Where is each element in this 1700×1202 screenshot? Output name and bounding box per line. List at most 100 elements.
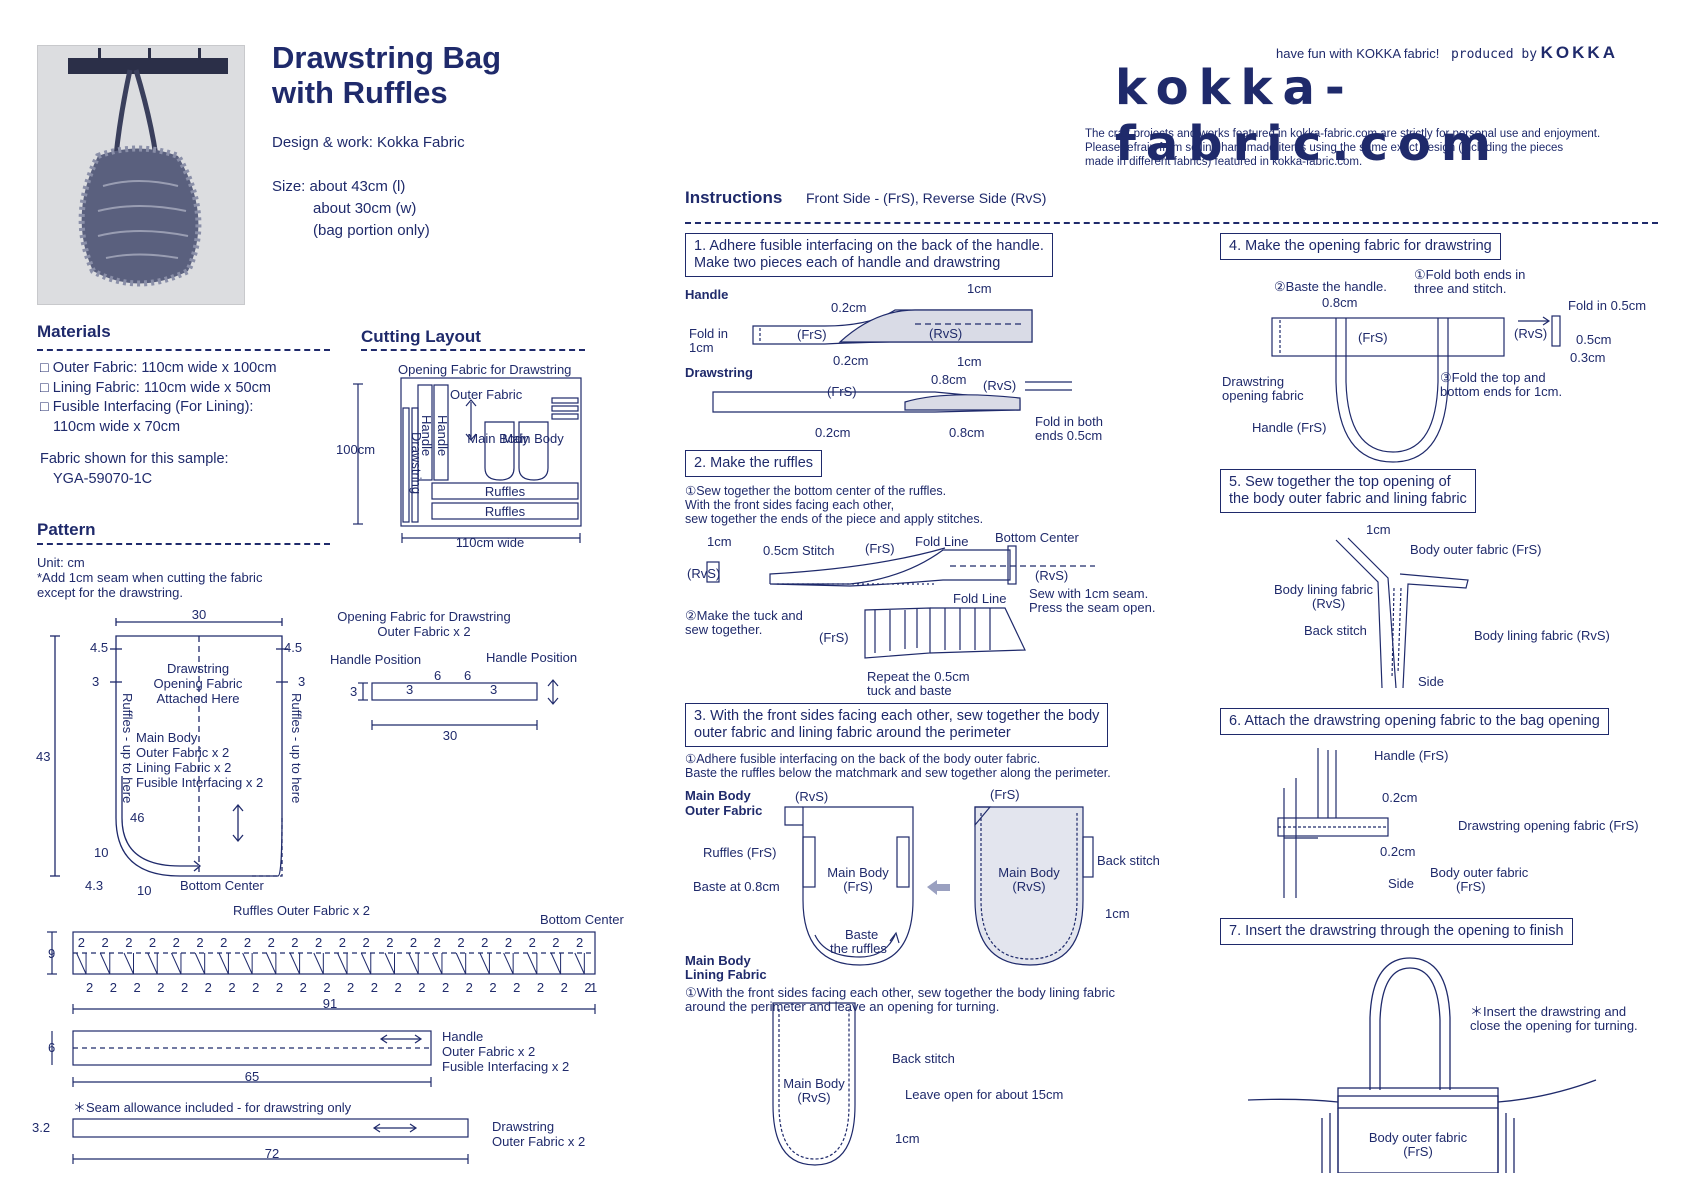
opening-height: 3: [350, 684, 357, 699]
opening-fabric-pattern: [371, 682, 538, 701]
materials-heading: Materials: [37, 322, 111, 341]
body-outer-frs-label: Body outer fabric (FrS): [1410, 542, 1542, 557]
body-outer-label: (FrS): [1456, 879, 1486, 894]
cutting-drawstring-label: Drawstring: [409, 432, 424, 494]
ruffle-mark-bottom: 2: [276, 980, 283, 995]
body-lining-label: (RvS): [1312, 596, 1345, 611]
fold-in-05-label: Fold in 0.5cm: [1568, 298, 1646, 313]
cutting-main-body: Main Body: [502, 431, 564, 446]
ruffle-mark-bottom: 2: [252, 980, 259, 995]
dim-1cm: 1cm: [707, 534, 732, 549]
dim-1cm: 1cm: [1105, 906, 1130, 921]
handle-strip: [72, 1030, 432, 1066]
step-1-line: 1. Adhere fusible interfacing on the bac…: [694, 238, 1044, 254]
opening-fabric-title: Opening Fabric for Drawstring: [337, 609, 510, 624]
ruffle-mark-top: 2: [410, 935, 417, 950]
handle-pattern-label: Outer Fabric x 2: [442, 1044, 535, 1059]
baste-handle-note: ②Baste the handle.: [1274, 279, 1387, 294]
drawstring-opening-label: opening fabric: [1222, 388, 1304, 403]
opening-dim-6: 6: [464, 668, 471, 683]
main-body-lining-label: Main Body: [685, 953, 751, 968]
ruffle-mark-bottom: 2: [537, 980, 544, 995]
dim-10-b: 10: [137, 883, 151, 898]
ruffle-mark-top: 2: [434, 935, 441, 950]
ruffle-mark-bottom: 2: [347, 980, 354, 995]
step-3-line: ①Adhere fusible interfacing on the back …: [685, 752, 1041, 766]
size-line-1: Size: about 43cm (l): [272, 178, 406, 195]
step-1-line: Make two pieces each of handle and draws…: [694, 255, 1001, 271]
step-4-box: 4. Make the opening fabric for drawstrin…: [1220, 233, 1501, 260]
cutting-divider: [361, 349, 585, 351]
baste-ruffles-label: the ruffles: [830, 941, 887, 956]
cutting-height: 100cm: [336, 442, 375, 457]
drawstring-strip: [72, 1118, 469, 1138]
handle-label: Handle: [685, 287, 728, 302]
ruffle-fold-line: [384, 952, 396, 975]
ruffle-fold-line: [123, 952, 135, 975]
ruffle-fold-line: [218, 952, 229, 975]
ruffle-mark-top: 2: [362, 935, 369, 950]
step-2b-line: sew together.: [685, 622, 762, 637]
ruffle-mark-bottom: 2: [300, 980, 307, 995]
dim-0-2cm: 0.2cm: [1380, 844, 1415, 859]
main-body-lining-label: Lining Fabric: [685, 967, 767, 982]
main-body-rvs: (RvS): [1012, 879, 1045, 894]
cutting-ruffles: Ruffles: [485, 504, 526, 519]
fold-both-ends-note: ①Fold both ends in: [1414, 267, 1525, 282]
title-line-1: Drawstring Bag: [272, 40, 502, 75]
page-title: Drawstring Bag with Ruffles: [272, 40, 501, 110]
fold-both-ends: Fold in both: [1035, 414, 1103, 429]
body-lining-rvs-label: Body lining fabric (RvS): [1474, 628, 1610, 643]
sample-code: YGA-59070-1C: [53, 470, 153, 487]
ruffle-fold-line: [503, 952, 514, 975]
main-body-line: Lining Fabric x 2: [136, 760, 231, 775]
instructions-legend: Front Side - (FrS), Reverse Side (RvS): [806, 190, 1047, 206]
cutting-main-body: Main Body: [467, 431, 529, 446]
handle-pattern-label: Handle: [442, 1029, 483, 1044]
ruffle-mark-top: 2: [220, 935, 227, 950]
dim-0-5cm: 0.5cm: [1576, 332, 1611, 347]
ruffles-end-mark: 1: [590, 980, 597, 995]
ruffle-mark-bottom: 2: [323, 980, 330, 995]
ruffle-mark-top: 2: [125, 935, 132, 950]
main-body-line: Fusible Interfacing x 2: [136, 775, 263, 790]
main-body-line: Outer Fabric x 2: [136, 745, 229, 760]
ruffle-mark-bottom: 2: [371, 980, 378, 995]
step-6-diagram: Handle (FrS) 0.2cm Drawstring opening fa…: [1277, 748, 1639, 898]
cutting-ruffles: Ruffles: [485, 484, 526, 499]
sew-1cm-note: Press the seam open.: [1029, 600, 1155, 615]
product-photo: [37, 45, 245, 305]
ruffle-mark-bottom: 2: [157, 980, 164, 995]
ruffle-mark-top: 2: [315, 935, 322, 950]
rvs-label: (RvS): [983, 378, 1016, 393]
ruffle-fold-line: [265, 952, 277, 975]
step-5-box: 5. Sew together the top opening of the b…: [1220, 469, 1476, 513]
dim-0-8cm: 0.8cm: [1322, 295, 1357, 310]
rvs-label: (RvS): [929, 326, 962, 341]
ruffles-pattern-label: Ruffles Outer Fabric x 2: [233, 903, 370, 918]
drawstring-opening-frs-label: Drawstring opening fabric (FrS): [1458, 818, 1639, 833]
handle-pattern-label: Fusible Interfacing x 2: [442, 1059, 569, 1074]
ruffle-mark-top: 2: [244, 935, 251, 950]
pattern-notes: Unit: cm *Add 1cm seam when cutting the …: [37, 555, 262, 600]
seam-note: *Add 1cm seam when cutting the fabric: [37, 570, 263, 585]
dim-1cm: 1cm: [895, 1131, 920, 1146]
step-2-box: 2. Make the ruffles: [685, 450, 823, 477]
dim-0-2cm: 0.2cm: [1382, 790, 1417, 805]
size-line-2: about 30cm (w): [313, 200, 417, 217]
notice-line-3: made in different fabrics) featured in k…: [1085, 156, 1363, 168]
fold-both-ends: ends 0.5cm: [1035, 428, 1102, 442]
drawstring-pattern-label: Drawstring: [492, 1119, 554, 1134]
fold-line-label: Fold Line: [915, 534, 968, 549]
dim-0-8cm: 0.8cm: [949, 425, 984, 440]
ruffle-mark-top: 2: [196, 935, 203, 950]
dim-0-3cm: 0.3cm: [1570, 350, 1605, 365]
ruffles-frs-label: Ruffles (FrS): [703, 845, 776, 860]
ruffle-fold-line: [360, 952, 372, 975]
ruffle-mark-top: 2: [173, 935, 180, 950]
step-4-diagram: ①Fold both ends in three and stitch. ②Ba…: [1222, 267, 1646, 463]
ruffle-fold-line: [313, 952, 324, 975]
notice-line-1: The craft projects and works featured in…: [1085, 128, 1601, 140]
handle-frs-label: Handle (FrS): [1252, 420, 1326, 435]
rvs-label: (RvS): [1035, 568, 1068, 583]
